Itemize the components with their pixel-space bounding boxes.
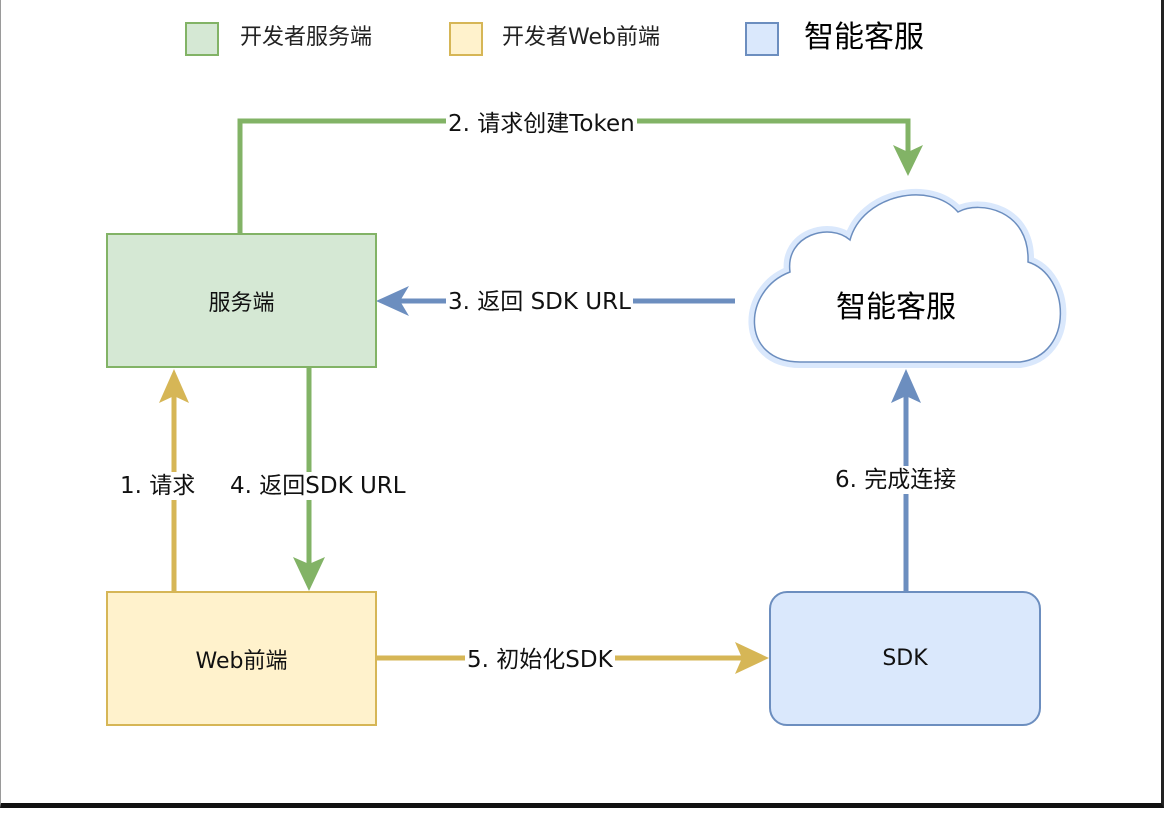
node-server[interactable]: 服务端 [106, 233, 377, 368]
cloud-shape[interactable] [753, 194, 1062, 363]
edge-label-e3: 3. 返回 SDK URL [446, 288, 633, 316]
arrowhead-e5 [735, 642, 769, 674]
node-sdk-label: SDK [882, 646, 928, 671]
legend-label-server: 开发者服务端 [240, 25, 373, 50]
arrowhead-e6 [891, 369, 921, 403]
arrowhead-e4 [293, 557, 325, 591]
arrowhead-e2 [893, 145, 923, 176]
node-cloud-label: 智能客服 [836, 290, 956, 325]
arrowhead-e3 [376, 286, 409, 316]
node-web-frontend[interactable]: Web前端 [106, 591, 377, 726]
edge-label-e2: 2. 请求创建Token [446, 110, 637, 138]
arrowhead-e1 [159, 369, 189, 403]
edge-label-e6: 6. 完成连接 [833, 466, 959, 494]
edge-label-e5: 5. 初始化SDK [465, 646, 615, 674]
legend-label-cloud: 智能客服 [804, 20, 924, 55]
edge-label-e4: 4. 返回SDK URL [228, 472, 408, 500]
node-server-label: 服务端 [208, 290, 275, 316]
node-web-label: Web前端 [195, 648, 288, 674]
node-sdk[interactable]: SDK [769, 591, 1041, 726]
legend-label-web: 开发者Web前端 [502, 25, 660, 50]
legend-swatch-web [449, 22, 483, 56]
legend-swatch-server [185, 22, 219, 56]
edge-label-e1: 1. 请求 [118, 472, 198, 500]
legend-swatch-cloud [745, 22, 779, 56]
